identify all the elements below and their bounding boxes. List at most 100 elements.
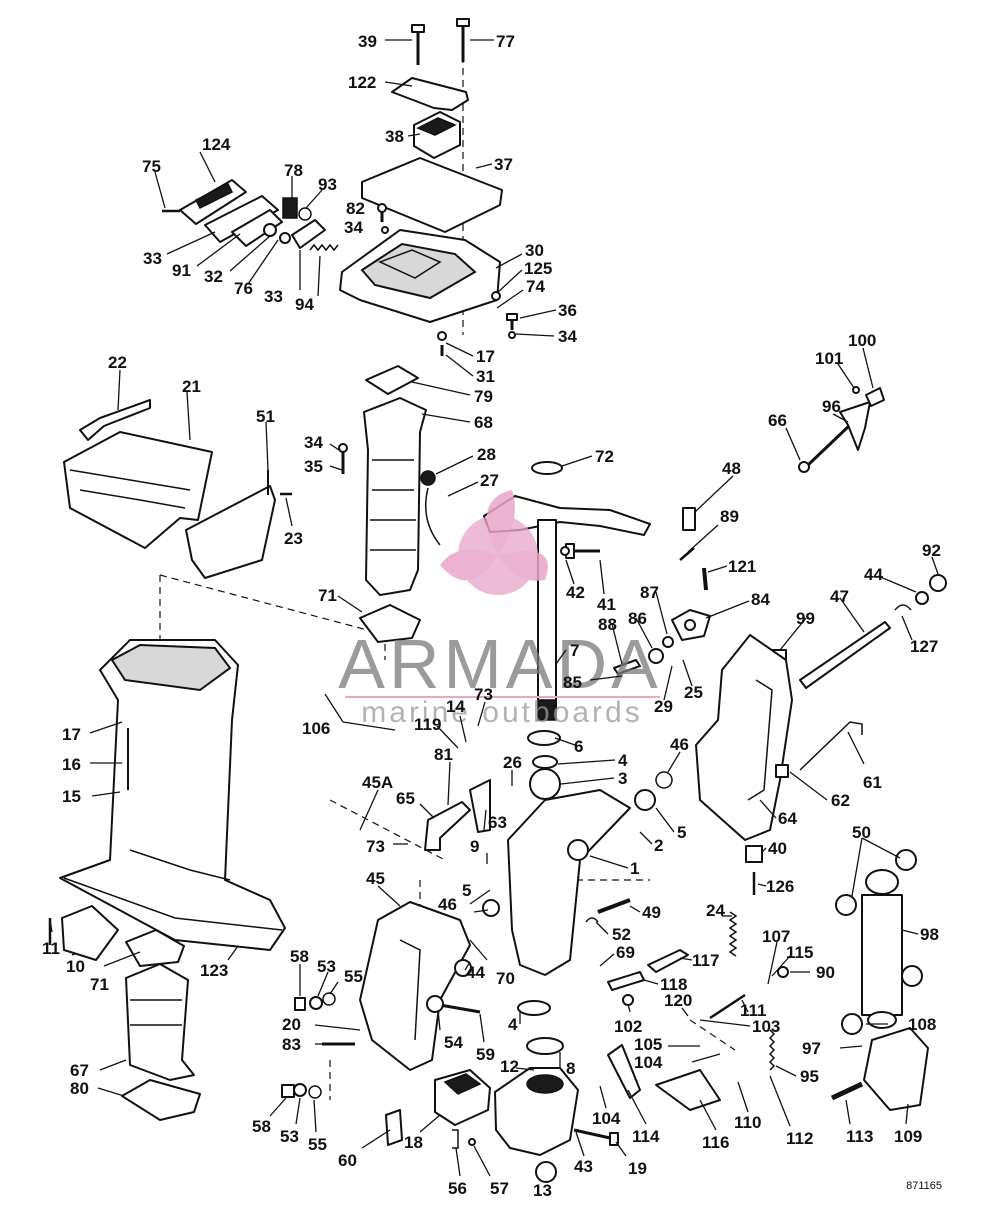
bolt-77 (456, 18, 470, 62)
callout-115: 115 (786, 943, 813, 962)
pin-113 (830, 1081, 864, 1101)
water-tube-27 (425, 487, 441, 546)
callout-74: 74 (526, 277, 545, 296)
callout-84: 84 (751, 590, 770, 609)
washer-87 (662, 636, 674, 648)
seal-80 (121, 1079, 201, 1121)
watermark-brand: ARMADA (338, 625, 661, 703)
callout-23: 23 (284, 529, 303, 548)
callout-94: 94 (295, 295, 314, 314)
bushing-50b (835, 894, 857, 916)
callout-98: 98 (920, 925, 939, 944)
callout-36: 36 (558, 301, 577, 320)
screw-34-35 (338, 443, 348, 474)
washer-44a (915, 591, 929, 605)
bolt-39 (411, 24, 425, 65)
callout-38: 38 (385, 127, 404, 146)
callout-33a: 33 (143, 249, 162, 268)
callout-70: 70 (496, 969, 515, 988)
lever-96 (798, 401, 871, 473)
callout-39: 39 (358, 32, 377, 51)
callout-47: 47 (830, 587, 849, 606)
rod-111 (709, 993, 746, 1020)
armada-logo (440, 490, 548, 595)
stern-bracket-45 (359, 901, 471, 1071)
bushing-4a (532, 755, 558, 769)
callout-97: 97 (802, 1039, 821, 1058)
callout-57: 57 (490, 1179, 509, 1198)
callout-69: 69 (616, 943, 635, 962)
callout-126: 126 (766, 877, 794, 896)
callout-64: 64 (778, 809, 797, 828)
callout-5b: 5 (462, 881, 471, 900)
callout-82: 82 (346, 199, 365, 218)
callout-63: 63 (488, 813, 507, 832)
leader-lines (49, 39, 939, 1177)
callout-104a: 104 (634, 1053, 663, 1072)
callout-21: 21 (182, 377, 201, 396)
callout-19: 19 (628, 1159, 647, 1178)
callout-79: 79 (474, 387, 493, 406)
callout-3: 3 (618, 769, 627, 788)
callout-53b: 53 (280, 1127, 299, 1146)
callout-54: 54 (444, 1033, 463, 1052)
callout-83: 83 (282, 1035, 301, 1054)
callout-99: 99 (796, 609, 815, 628)
callout-44a: 44 (864, 565, 883, 584)
callout-93: 93 (318, 175, 337, 194)
callout-17a: 17 (476, 347, 495, 366)
nut-13 (535, 1161, 557, 1183)
washer-34a (381, 226, 389, 234)
lock-84 (671, 609, 711, 641)
spring-94 (309, 243, 339, 252)
bushing-50a (895, 849, 917, 871)
callout-72: 72 (595, 447, 614, 466)
callout-48: 48 (722, 459, 741, 478)
callout-27: 27 (480, 471, 499, 490)
callout-103: 103 (752, 1017, 780, 1036)
callout-30: 30 (525, 241, 544, 260)
callout-55a: 55 (344, 967, 363, 986)
callout-52: 52 (612, 925, 631, 944)
seal-71b (125, 929, 185, 967)
callout-40: 40 (768, 839, 787, 858)
callout-8: 8 (566, 1059, 575, 1078)
callout-105: 105 (634, 1035, 662, 1054)
callout-43: 43 (574, 1157, 593, 1176)
callout-67: 67 (70, 1061, 89, 1080)
callout-56: 56 (448, 1179, 467, 1198)
tilt-tube-47 (799, 621, 891, 689)
callout-15: 15 (62, 787, 81, 806)
callout-32: 32 (204, 267, 223, 286)
lower-cowl-21 (63, 431, 213, 549)
nut-92 (929, 574, 947, 592)
callout-90: 90 (816, 963, 835, 982)
callout-89: 89 (720, 507, 739, 526)
bolt-41 (565, 543, 600, 559)
callout-35: 35 (304, 457, 323, 476)
shift-assembly-124 (179, 179, 326, 249)
bushings-58-53-55 (281, 992, 336, 1099)
callout-7: 7 (570, 641, 579, 660)
spring-24 (728, 911, 738, 957)
bushing-108a (901, 965, 923, 987)
callout-71b: 71 (90, 975, 109, 994)
callout-65: 65 (396, 789, 415, 808)
callout-28: 28 (477, 445, 496, 464)
block-40 (745, 845, 763, 863)
callout-80: 80 (70, 1079, 89, 1098)
callout-46a: 46 (670, 735, 689, 754)
callout-77: 77 (496, 32, 515, 51)
callout-112: 112 (786, 1129, 813, 1148)
callout-5a: 5 (677, 823, 686, 842)
washer-86 (648, 648, 664, 664)
callout-53a: 53 (317, 957, 336, 976)
grommet-28 (420, 470, 436, 486)
callout-124: 124 (202, 135, 231, 154)
callout-122: 122 (348, 73, 376, 92)
plate-65-81 (424, 779, 491, 851)
callout-119: 119 (414, 715, 441, 734)
callout-88: 88 (598, 615, 617, 634)
callout-41: 41 (597, 595, 616, 614)
